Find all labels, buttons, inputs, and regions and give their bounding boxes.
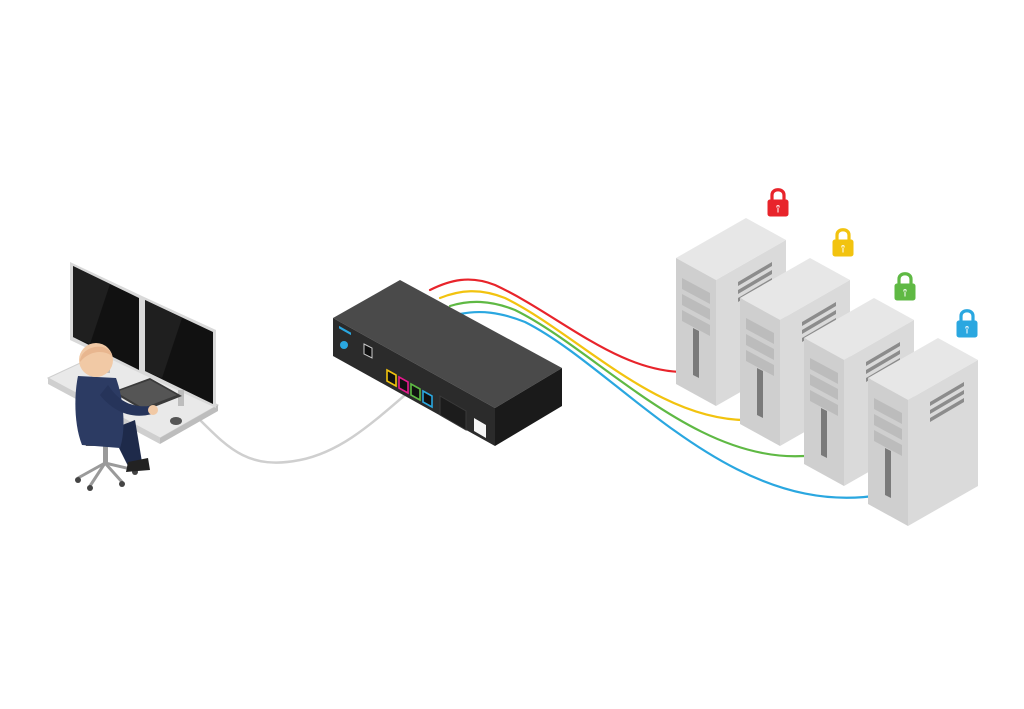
person xyxy=(75,343,158,472)
cable-red xyxy=(428,278,692,374)
port-button-2 xyxy=(398,375,409,395)
kvm-switch xyxy=(333,280,562,446)
desk-edge-right xyxy=(160,405,218,444)
port-button-4 xyxy=(422,389,433,409)
switch-top xyxy=(333,280,562,408)
mouse xyxy=(170,417,182,425)
cables xyxy=(198,278,882,499)
user-workstation xyxy=(46,262,220,491)
power-button xyxy=(363,343,373,359)
certification-badge xyxy=(474,418,486,438)
status-icon xyxy=(340,341,348,349)
display-window xyxy=(439,395,467,431)
switch-logo xyxy=(339,325,351,336)
switch-side xyxy=(495,368,562,446)
user-cable xyxy=(198,393,407,464)
monitor-right xyxy=(142,296,216,408)
port-button-1 xyxy=(386,368,397,388)
port-button-3 xyxy=(410,382,421,402)
cable-blue xyxy=(458,310,882,499)
cable-green xyxy=(448,300,817,458)
cable-yellow xyxy=(438,290,757,422)
